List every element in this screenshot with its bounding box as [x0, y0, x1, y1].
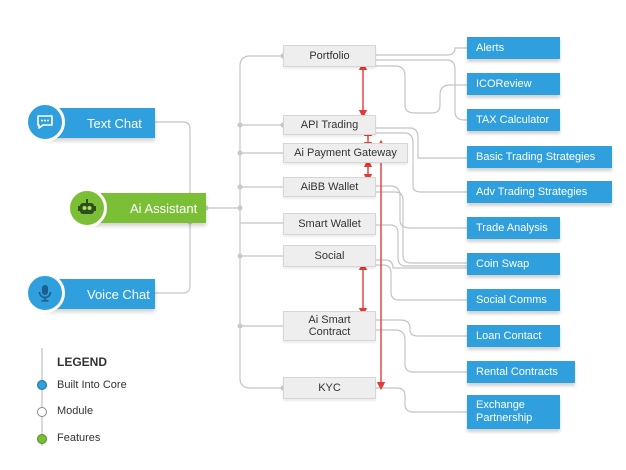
text-chat-icon — [25, 102, 65, 142]
wire-smartwallet-coinswap — [376, 224, 467, 267]
feature-basic-trading-strategies[interactable]: Basic Trading Strategies — [467, 146, 612, 168]
module-kyc-label: KYC — [318, 382, 341, 394]
feature-trade-analysis[interactable]: Trade Analysis — [467, 217, 560, 239]
feature-exchange-label-2: Partnership — [476, 412, 533, 424]
module-api-trading-label: API Trading — [300, 119, 359, 131]
ai-assistant-node[interactable]: Ai Assistant — [88, 193, 206, 223]
wire-textchat-assistant — [150, 121, 191, 195]
wire-api-basic — [376, 127, 467, 159]
module-social[interactable]: Social — [283, 245, 376, 267]
module-aibb-wallet-label: AiBB Wallet — [300, 181, 359, 193]
legend-title: LEGEND — [57, 355, 108, 369]
legend-item-module: Module — [57, 405, 94, 417]
feature-loan-contact[interactable]: Loan Contact — [467, 325, 560, 347]
text-chat-label: Text Chat — [87, 115, 142, 131]
feature-adv-trading-label: Adv Trading Strategies — [476, 186, 588, 198]
wire-portfolio-ico — [376, 65, 467, 114]
microphone-icon — [25, 273, 65, 313]
module-smart-wallet-label: Smart Wallet — [298, 218, 361, 230]
wire-api-adv — [376, 132, 467, 193]
feature-exchange-label-1: Exchange — [476, 399, 525, 411]
voice-chat-label: Voice Chat — [87, 286, 150, 302]
wire-portfolio-tax — [376, 59, 467, 121]
module-portfolio[interactable]: Portfolio — [283, 45, 376, 67]
module-aibb-wallet[interactable]: AiBB Wallet — [283, 177, 376, 197]
wire-aibb-trade — [376, 185, 467, 229]
feature-alerts[interactable]: Alerts — [467, 37, 560, 59]
module-smart-wallet[interactable]: Smart Wallet — [283, 213, 376, 235]
feature-tax-calculator[interactable]: TAX Calculator — [467, 109, 560, 131]
feature-tax-calculator-label: TAX Calculator — [476, 114, 550, 126]
wire-contract-loan — [376, 319, 467, 337]
legend-dot-core — [37, 380, 47, 390]
wire-social-comms — [376, 264, 467, 301]
module-api-trading[interactable]: API Trading — [283, 115, 376, 135]
legend-dot-features — [37, 434, 47, 444]
feature-loan-contact-label: Loan Contact — [476, 330, 542, 342]
feature-coin-swap-label: Coin Swap — [476, 258, 530, 270]
wire-trunk — [239, 55, 283, 389]
module-ai-payment-gateway[interactable]: Ai Payment Gateway — [283, 143, 408, 163]
module-social-label: Social — [314, 250, 345, 262]
legend-item-features: Features — [57, 432, 101, 444]
feature-adv-trading-strategies[interactable]: Adv Trading Strategies — [467, 181, 612, 203]
module-ai-payment-gateway-label: Ai Payment Gateway — [294, 147, 397, 159]
wire-voicechat-assistant — [150, 222, 191, 294]
module-ai-smart-contract-label-2: Contract — [308, 326, 351, 338]
legend-item-core: Built Into Core — [57, 379, 127, 391]
wire-portfolio-alerts — [376, 47, 467, 56]
feature-rental-contracts[interactable]: Rental Contracts — [467, 361, 575, 383]
module-kyc[interactable]: KYC — [283, 377, 376, 399]
robot-icon — [67, 188, 107, 228]
feature-basic-trading-label: Basic Trading Strategies — [476, 151, 596, 163]
feature-exchange-partnership[interactable]: Exchange Partnership — [467, 395, 560, 429]
wire-kyc-exchange — [376, 387, 467, 413]
feature-trade-analysis-label: Trade Analysis — [476, 222, 548, 234]
feature-social-comms[interactable]: Social Comms — [467, 289, 560, 311]
feature-social-comms-label: Social Comms — [476, 294, 547, 306]
legend-dot-module — [37, 407, 47, 417]
module-ai-smart-contract[interactable]: Ai Smart Contract — [283, 311, 376, 341]
module-portfolio-label: Portfolio — [309, 50, 350, 62]
feature-alerts-label: Alerts — [476, 42, 505, 54]
feature-rental-contracts-label: Rental Contracts — [476, 366, 558, 378]
feature-icoreview[interactable]: ICOReview — [467, 73, 560, 95]
module-ai-smart-contract-label-1: Ai Smart — [308, 314, 351, 326]
ai-assistant-label: Ai Assistant — [130, 200, 198, 216]
feature-icoreview-label: ICOReview — [476, 78, 532, 90]
feature-coin-swap[interactable]: Coin Swap — [467, 253, 560, 275]
wire-aibb-coinswap — [376, 191, 467, 264]
wire-contract-rental — [376, 329, 467, 373]
